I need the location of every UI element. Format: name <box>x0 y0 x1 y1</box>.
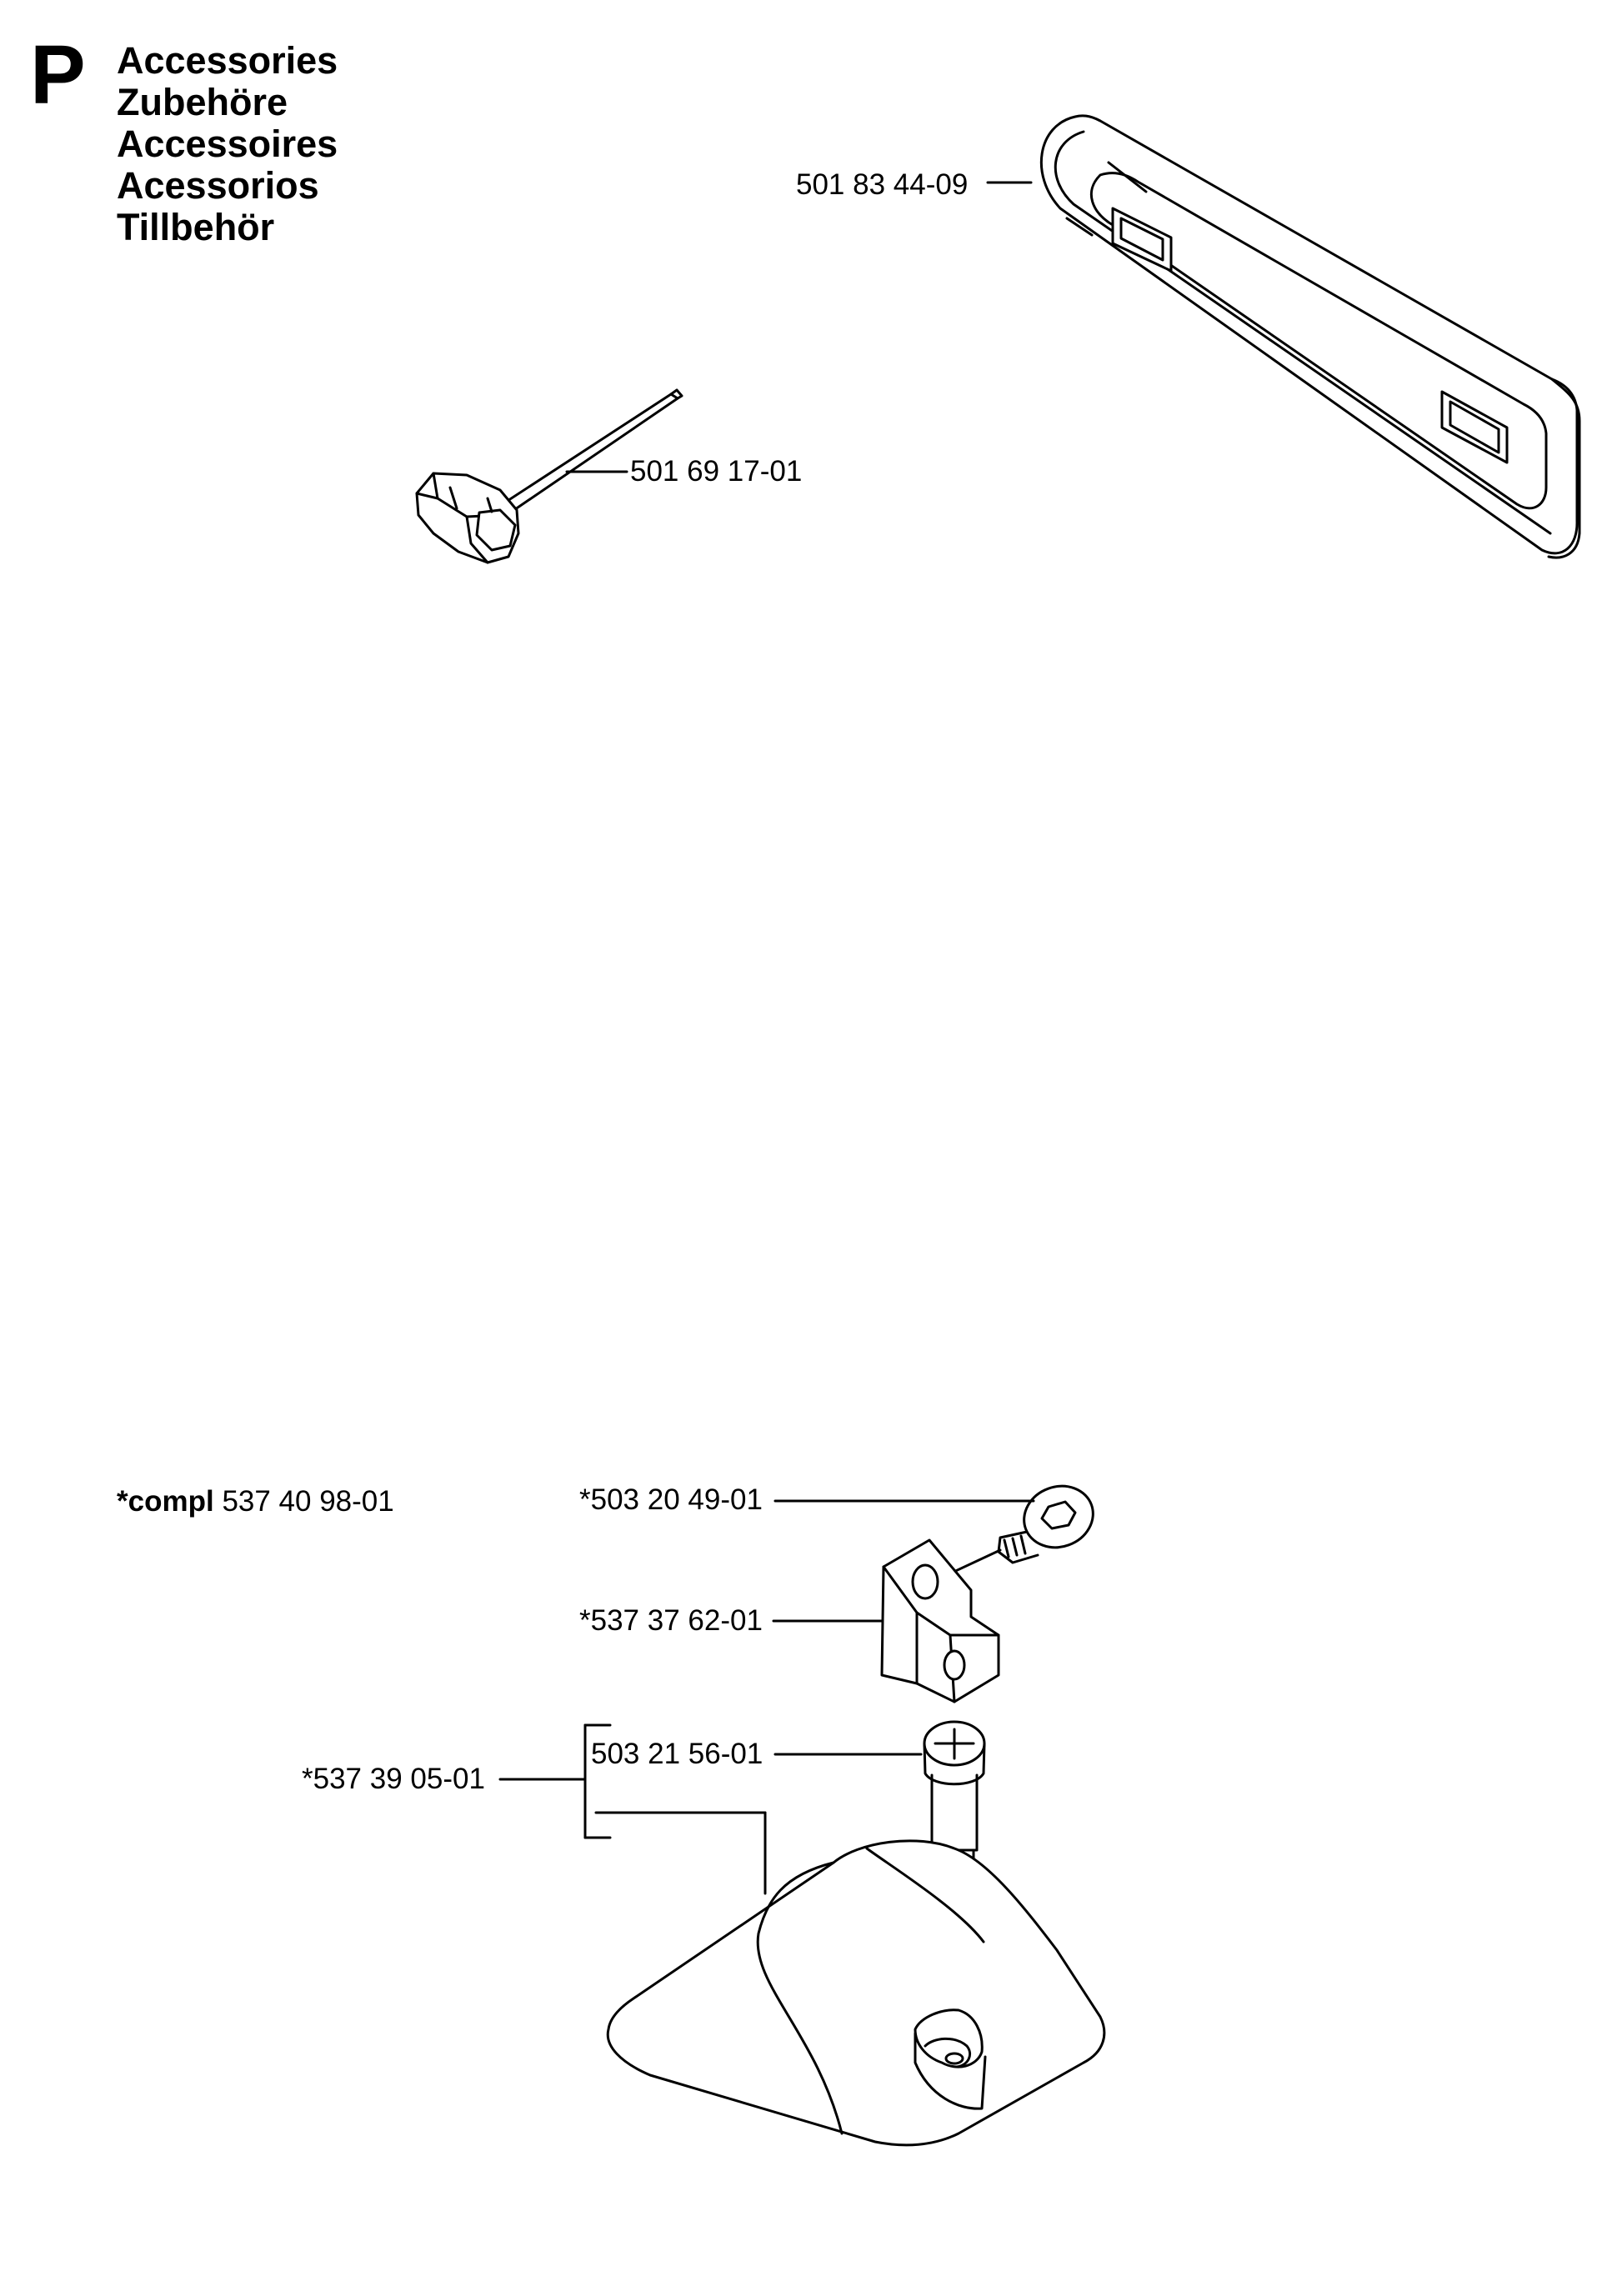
bar-cover-drawing <box>986 114 1581 559</box>
spike-drawing <box>606 1839 1106 2147</box>
compl-number: 537 40 98-01 <box>222 1485 394 1518</box>
compl-kit-label: *compl 537 40 98-01 <box>117 1485 394 1518</box>
title-swedish: Tillbehör <box>117 206 275 248</box>
part-label-screw-top: *503 20 49-01 <box>579 1483 763 1516</box>
assembly-bracket <box>498 1723 767 1895</box>
section-letter: P <box>30 28 86 122</box>
compl-prefix: *compl <box>117 1485 214 1518</box>
top-screw-drawing <box>773 1484 1094 1575</box>
part-label-bracket: *537 37 62-01 <box>579 1604 763 1637</box>
part-label-combination-wrench: 501 69 17-01 <box>630 455 803 488</box>
bracket-drawing <box>772 1538 1000 1703</box>
title-portuguese: Acessorios <box>117 164 319 207</box>
title-english: Accessories <box>117 39 338 82</box>
combination-wrench-drawing <box>415 388 683 564</box>
part-label-spike-assembly: *537 39 05-01 <box>302 1763 485 1795</box>
part-label-screw-bottom: 503 21 56-01 <box>591 1738 763 1770</box>
part-label-bar-cover: 501 83 44-09 <box>796 168 969 201</box>
title-french: Accessoires <box>117 123 338 165</box>
title-german: Zubehöre <box>117 81 288 123</box>
title-block: Accessories Zubehöre Accessoires Acessor… <box>117 40 338 248</box>
